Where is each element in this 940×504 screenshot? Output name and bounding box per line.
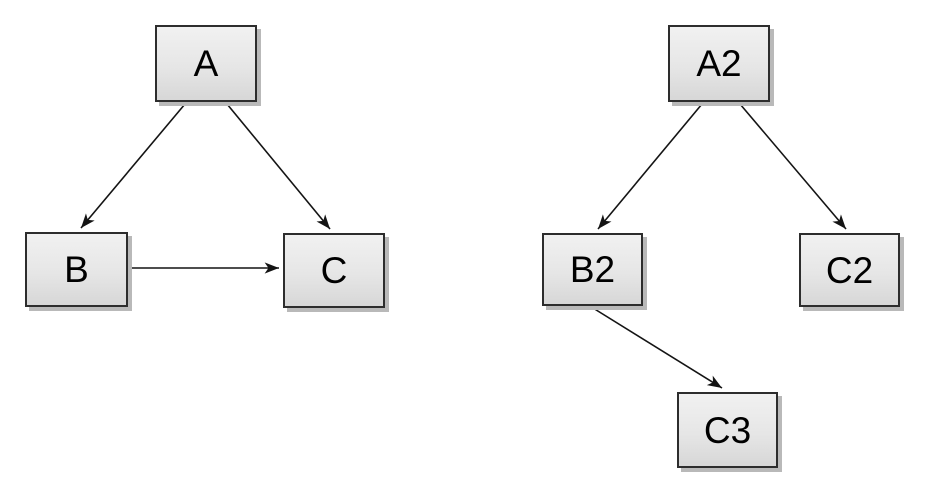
node-label: C <box>320 250 348 291</box>
node-B2: B2 <box>542 233 643 306</box>
node-label: A <box>193 43 219 84</box>
node-C2: C2 <box>799 233 900 307</box>
node-B: B <box>25 232 128 307</box>
node-label: B <box>64 249 89 290</box>
node-label: C2 <box>825 249 874 291</box>
node-C3: C3 <box>677 392 778 468</box>
node-A2: A2 <box>668 25 770 102</box>
node-C: C <box>283 233 385 308</box>
node-A: A <box>155 25 257 102</box>
node-label: C3 <box>703 409 752 451</box>
node-label: B2 <box>569 249 616 290</box>
node-label: A2 <box>696 43 742 84</box>
